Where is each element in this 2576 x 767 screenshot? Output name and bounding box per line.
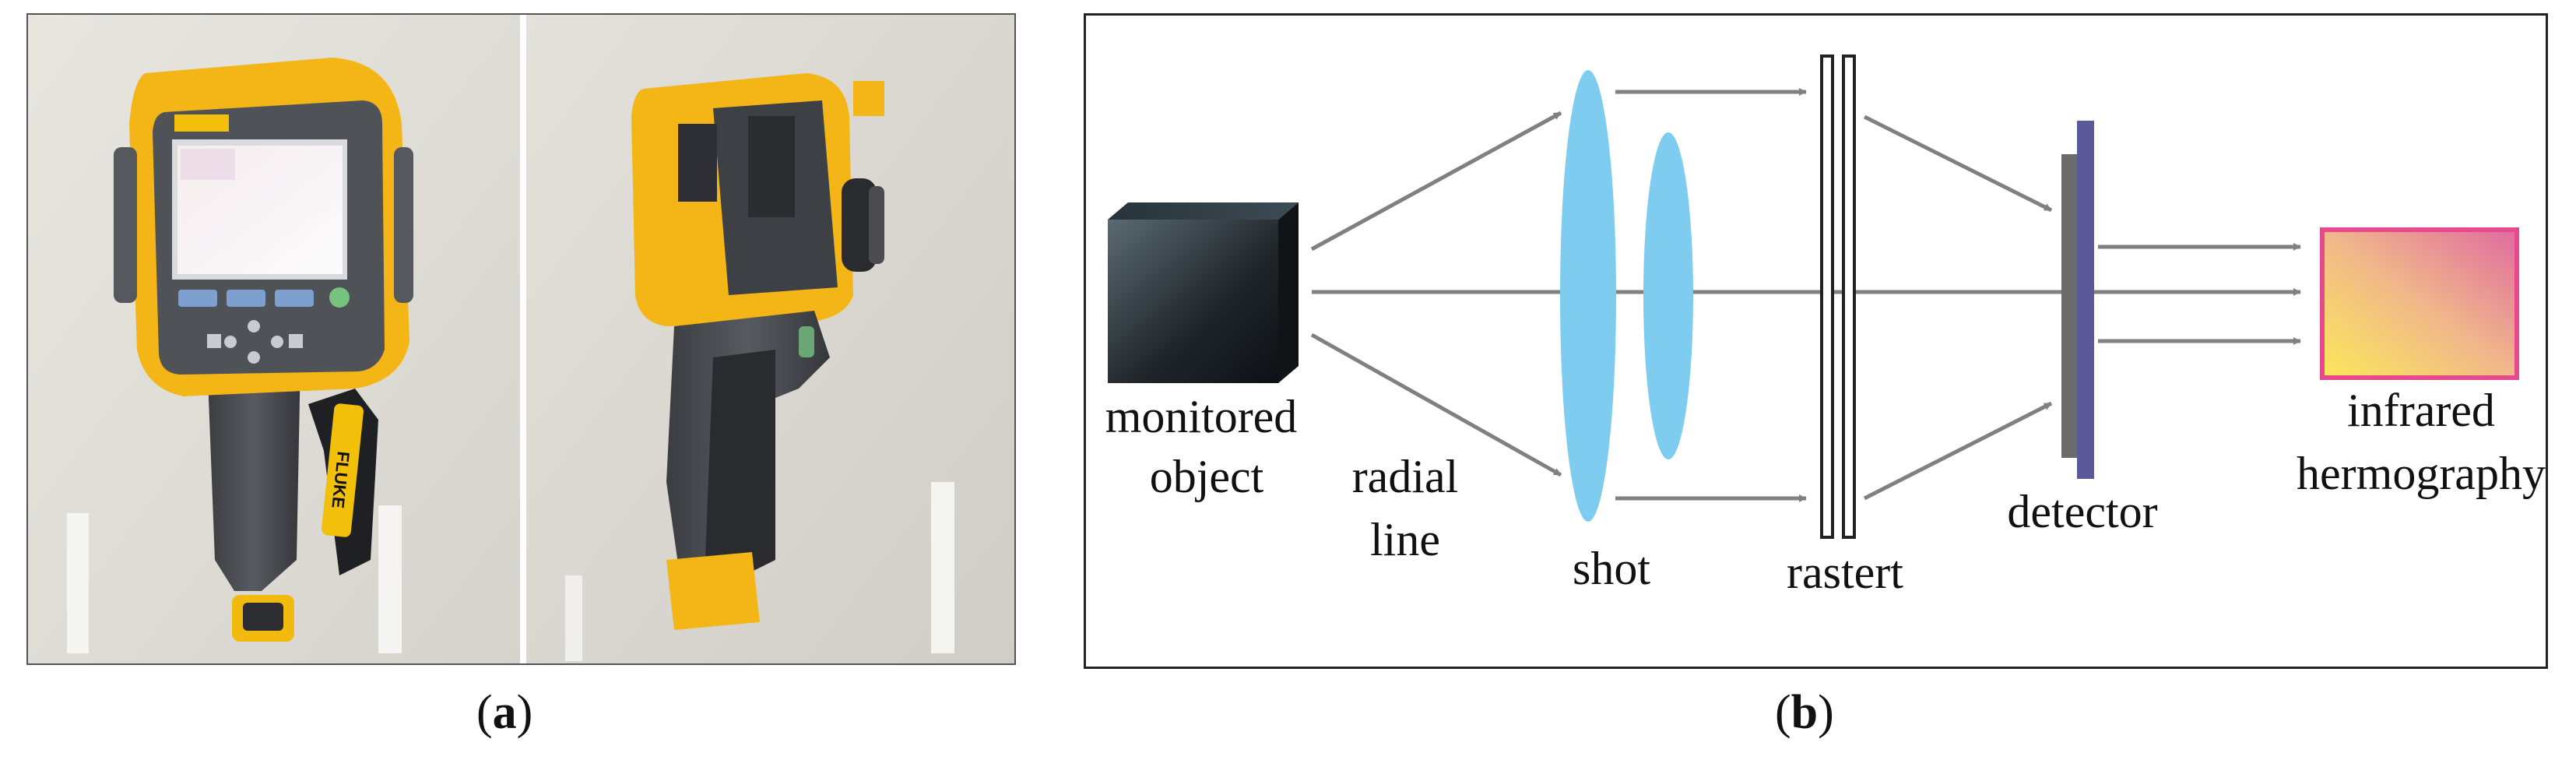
caption-b-open: ( [1775,686,1791,739]
side-lens [842,178,877,272]
side-base [666,552,760,630]
label-infrared-line2: hermography [2297,448,2546,499]
label-radial-line2: line [1370,514,1440,565]
thermal-camera-photo: FLUKE [26,13,1016,665]
photo-svg: FLUKE [28,15,1014,663]
label-monitored-line2: object [1150,451,1264,502]
front-button-3 [275,290,314,307]
detector-front [2077,121,2094,479]
front-button-1 [178,290,217,307]
monitored-object-cube [1108,202,1299,383]
diagram-svg: monitored object radial line shot raster… [1105,55,2546,598]
ray-raster-to-detector-top [1863,114,2053,213]
caption-a-open: ( [476,686,493,739]
detector-back [2061,154,2077,458]
label-detector: detector [2007,486,2157,537]
caption-a-letter: a [492,686,517,739]
ray-lower-to-lens [1310,332,1562,477]
strap-label [322,403,364,537]
infrared-image [2320,227,2519,380]
label-shot: shot [1573,543,1650,594]
raster-plate-1 [1820,55,1834,539]
caption-a-close: ) [516,686,533,739]
thermography-diagram: monitored object radial line shot raster… [1084,13,2548,669]
caption-b: (b) [1775,685,1834,741]
label-rastert: rastert [1787,547,1903,598]
front-handle [207,357,300,591]
ray-raster-to-detector-bottom [1863,401,2053,501]
front-button-2 [227,290,265,307]
photo-divider [520,15,526,663]
lens-large [1560,70,1616,522]
camera-side-view [631,73,884,630]
label-radial-line1: radial [1352,451,1459,502]
front-power-button [329,287,350,308]
raster-plate-2 [1842,55,1856,539]
label-infrared-line1: infrared [2347,385,2495,436]
caption-b-close: ) [1818,686,1834,739]
label-monitored-line1: monitored [1105,391,1298,442]
lens-small [1643,132,1693,459]
caption-a: (a) [476,685,532,741]
caption-b-letter: b [1791,686,1819,739]
camera-front-view: FLUKE [114,58,413,642]
ray-upper-to-lens [1310,111,1562,252]
